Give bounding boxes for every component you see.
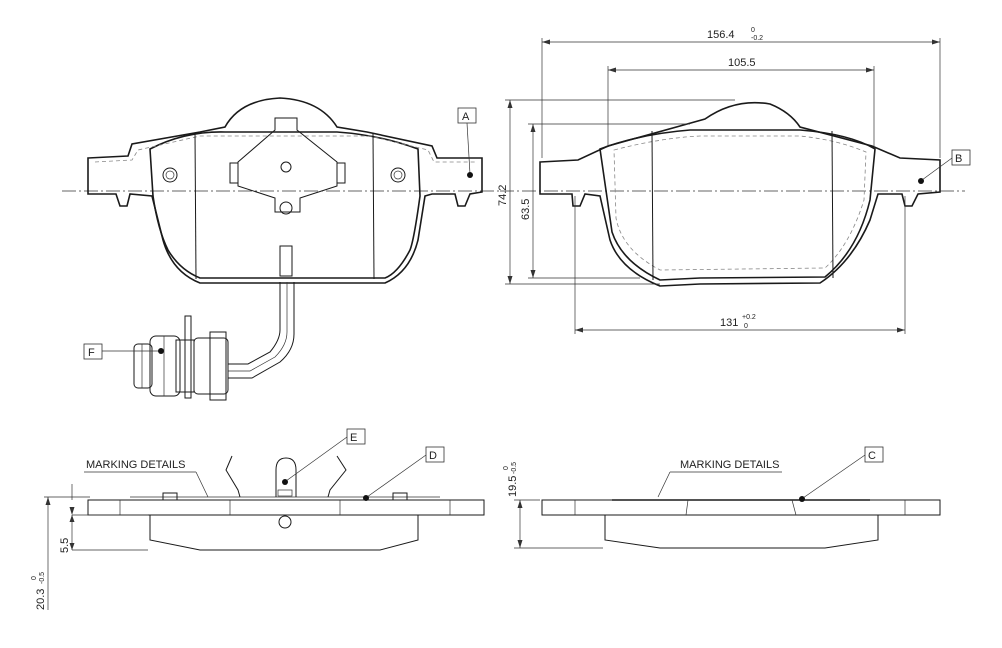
hole-left-2-inner — [393, 170, 403, 180]
friction-left-outline — [149, 131, 421, 279]
spring-clip — [237, 117, 338, 213]
friction-right-outline — [599, 129, 876, 281]
dim-width-total-tol-upper: 0 — [751, 27, 755, 34]
clip-tab-right — [336, 162, 346, 184]
dim-width-total-tol-lower: -0.2 — [751, 35, 763, 42]
slot-right-1 — [651, 130, 654, 281]
callout-c: C — [868, 450, 876, 462]
front-view-left — [62, 97, 500, 401]
dim-width-lower: 131 — [720, 317, 738, 329]
clip-side-right — [327, 455, 347, 498]
side-left-backplate — [87, 499, 485, 516]
dimensions-top: 156.4 0 -0.2 105.5 74.2 63.5 131 +0.2 0 — [497, 27, 941, 334]
callout-e: E — [350, 432, 357, 444]
clip-hole — [280, 161, 292, 173]
dash-left — [94, 135, 476, 163]
hole-left-2 — [390, 167, 406, 183]
cable-b — [228, 282, 295, 379]
dim-thickness-right-tol-lower: -0.5 — [511, 462, 518, 474]
sensor-pin — [279, 245, 293, 277]
callout-a: A — [462, 111, 470, 123]
dim-thickness-left-tol-upper: 0 — [31, 576, 38, 580]
note-marking-right: MARKING DETAILS — [680, 459, 779, 471]
callouts: A B C D E F — [83, 107, 971, 502]
backplate-right-outline — [539, 101, 941, 287]
front-view-right — [500, 101, 965, 287]
dim-thickness-right-tol-upper: 0 — [503, 466, 510, 470]
note-marking-left: MARKING DETAILS — [86, 459, 185, 471]
sensor-connector — [133, 315, 229, 401]
side-view-right: 19.5 0 -0.5 MARKING DETAILS — [503, 459, 941, 549]
slot-left-1 — [194, 132, 197, 280]
dim-height-inner: 63.5 — [520, 199, 532, 220]
dim-backplate-thickness: 5.5 — [59, 538, 71, 553]
callout-b: B — [955, 153, 962, 165]
dim-thickness-right: 19.5 — [507, 476, 519, 497]
side-right-backplate — [541, 499, 941, 516]
slot-left-2 — [372, 132, 375, 280]
clip-tab-left — [229, 162, 239, 184]
dim-width-total: 156.4 — [707, 29, 735, 41]
callout-f: F — [88, 347, 95, 359]
clip-bottom-hole — [279, 201, 293, 215]
slot-right-2 — [831, 130, 834, 279]
dash-right — [613, 135, 867, 271]
cable-a — [228, 282, 281, 365]
callout-d: D — [429, 450, 437, 462]
dim-height-total: 74.2 — [497, 185, 509, 206]
side-left-friction — [149, 515, 419, 551]
cable-c — [228, 282, 288, 372]
dim-thickness-left-tol-lower: -0.5 — [39, 572, 46, 584]
hole-left-1-inner — [165, 170, 175, 180]
side-right-friction — [604, 515, 879, 549]
dim-width-inner: 105.5 — [728, 57, 756, 69]
clip-side-center — [275, 457, 297, 497]
hole-left-1 — [162, 167, 178, 183]
dim-thickness-left: 20.3 — [35, 589, 47, 610]
side-view-left: 5.5 20.3 0 -0.5 MARKING DETAILS — [31, 455, 485, 610]
dim-width-lower-tol-upper: +0.2 — [742, 314, 756, 321]
clip-side-left — [225, 455, 241, 498]
side-left-hole — [278, 515, 292, 529]
dim-width-lower-tol-lower: 0 — [744, 323, 748, 330]
backplate-left-outline — [87, 97, 483, 284]
